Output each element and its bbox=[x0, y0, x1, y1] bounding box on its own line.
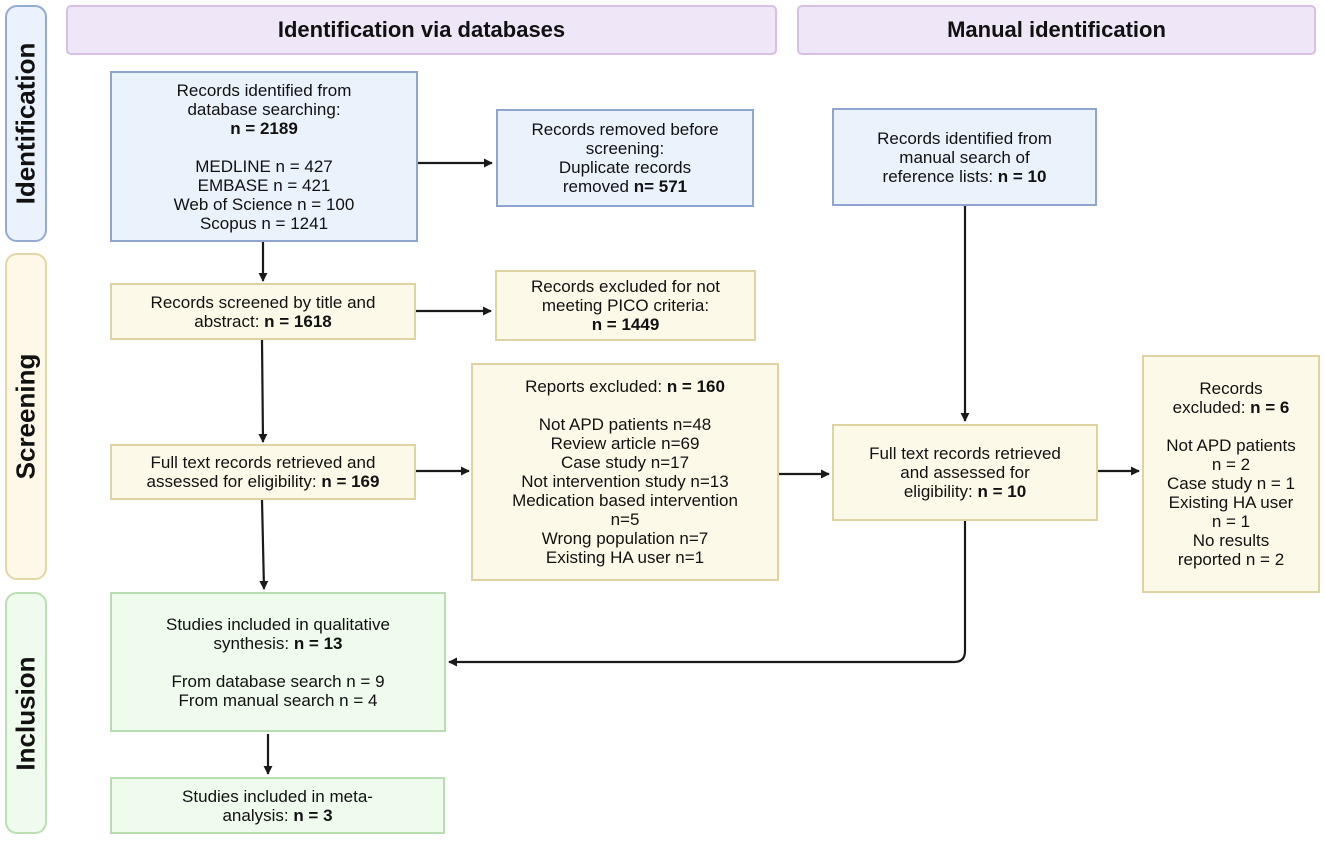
box-records-excluded-pico: Records excluded for not meeting PICO cr… bbox=[495, 270, 756, 341]
box-fulltext-manual: Full text records retrieved and assessed… bbox=[832, 424, 1098, 521]
embase-count: EMBASE n = 421 bbox=[197, 175, 331, 195]
box-reports-excluded: Reports excluded: n = 160 Not APD patien… bbox=[471, 363, 779, 581]
phase-screening: Screening bbox=[5, 253, 47, 580]
manual-identified-count: n = 10 bbox=[997, 166, 1047, 186]
scopus-count: Scopus n = 1241 bbox=[199, 213, 329, 233]
manual-excluded-item: Case study n = 1 bbox=[1166, 474, 1296, 493]
header-identification-databases: Identification via databases bbox=[66, 5, 777, 55]
header-databases-label: Identification via databases bbox=[277, 17, 566, 42]
reports-excluded-item: Existing HA user n=1 bbox=[545, 548, 705, 567]
fulltext-manual-count: n = 10 bbox=[977, 482, 1027, 501]
manual-excluded-item: n = 2 bbox=[1211, 455, 1251, 474]
removed-count: n= 571 bbox=[633, 177, 688, 196]
reports-excluded-item: Medication based intervention bbox=[512, 491, 738, 510]
reports-excluded-item: Wrong population n=7 bbox=[541, 529, 709, 548]
header-manual-identification: Manual identification bbox=[797, 5, 1316, 55]
box-records-identified-database: Records identified from database searchi… bbox=[110, 71, 418, 242]
fulltext-db-count: n = 169 bbox=[321, 472, 380, 491]
manual-excluded-item: No results bbox=[1192, 531, 1270, 550]
phase-identification: Identification bbox=[5, 5, 47, 242]
meta-count: n = 3 bbox=[293, 805, 333, 825]
from-database-count: From database search n = 9 bbox=[171, 671, 385, 691]
arrow-manual-to-qualitative bbox=[448, 521, 967, 667]
reports-excluded-item: Not intervention study n=13 bbox=[521, 472, 729, 491]
phase-inclusion: Inclusion bbox=[5, 592, 47, 834]
reports-excluded-item: n=5 bbox=[610, 510, 640, 529]
header-manual-label: Manual identification bbox=[947, 17, 1166, 42]
from-manual-count: From manual search n = 4 bbox=[178, 690, 378, 710]
medline-count: MEDLINE n = 427 bbox=[195, 156, 333, 176]
db-identified-count: n = 2189 bbox=[230, 118, 298, 138]
manual-excluded-item: Existing HA user bbox=[1168, 493, 1294, 512]
box-records-identified-manual: Records identified from manual search of… bbox=[832, 108, 1097, 206]
box-records-removed: Records removed before screening: Duplic… bbox=[496, 109, 754, 207]
qualitative-count: n = 13 bbox=[293, 633, 343, 653]
records-excluded-manual-count: n = 6 bbox=[1250, 398, 1290, 417]
manual-excluded-item: n = 1 bbox=[1211, 512, 1251, 531]
screened-count: n = 1618 bbox=[264, 311, 332, 331]
box-records-screened: Records screened by title and abstract: … bbox=[110, 283, 416, 340]
arrow-screened-to-fulltext bbox=[258, 339, 268, 443]
box-records-excluded-manual: Records excluded: n = 6 Not APD patients… bbox=[1142, 355, 1320, 593]
arrow-fulltext-to-qualitative bbox=[259, 499, 269, 590]
manual-excluded-item: Not APD patients bbox=[1166, 436, 1296, 455]
box-studies-meta-analysis: Studies included in meta- analysis: n = … bbox=[110, 777, 445, 834]
reports-excluded-count: n = 160 bbox=[666, 377, 725, 396]
box-fulltext-database: Full text records retrieved and assessed… bbox=[110, 444, 416, 500]
reports-excluded-item: Review article n=69 bbox=[550, 434, 700, 453]
excluded-pico-count: n = 1449 bbox=[591, 315, 660, 334]
manual-excluded-item: reported n = 2 bbox=[1177, 550, 1285, 569]
wos-count: Web of Science n = 100 bbox=[173, 194, 355, 214]
reports-excluded-item: Not APD patients n=48 bbox=[538, 415, 712, 434]
box-studies-qualitative: Studies included in qualitative synthesi… bbox=[110, 592, 446, 732]
reports-excluded-item: Case study n=17 bbox=[560, 453, 690, 472]
